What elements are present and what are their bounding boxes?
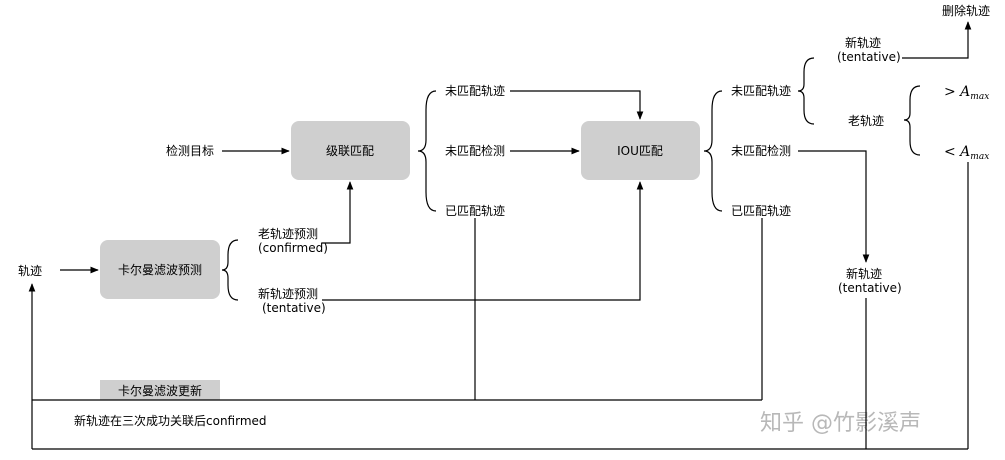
iou-unmatched-detections-arrow [798, 150, 870, 263]
kalman-update-label: 卡尔曼滤波更新 [118, 383, 202, 398]
old-track-confirmed-label: (confirmed) [258, 241, 328, 255]
new-track-tentative-label-2: (tentative) [838, 281, 902, 295]
iou-unmatched-detections-label: 未匹配检测 [731, 143, 791, 158]
iou-split-brace [703, 90, 723, 212]
iou-unmatched-tracks-label: 未匹配轨迹 [731, 84, 791, 98]
split-old-track-label: 老轨迹 [848, 114, 884, 128]
cascade-unmatched-tracks-arrow [510, 90, 644, 120]
delete-tracks-arrow [902, 21, 972, 59]
kalman-predict-box: 卡尔曼滤波预测 [100, 240, 220, 299]
confirmed-to-cascade-arrow [322, 181, 354, 244]
svg-text:> Amax: > Amax [944, 84, 989, 102]
cascade-match-label: 级联匹配 [326, 144, 374, 158]
cascade-match-box: 级联匹配 [291, 121, 410, 180]
tracks-label: 轨迹 [18, 264, 42, 278]
old-track-predict-label: 老轨迹预测 [258, 227, 318, 241]
predict-split-brace [221, 239, 239, 301]
split-new-track-label: 新轨迹 [845, 35, 881, 50]
new-track-tentative-label: (tentative) [262, 301, 326, 315]
amax-greater-label: > Amax [944, 84, 989, 102]
tentative-to-iou-arrow [322, 181, 644, 301]
iou-matched-tracks-label: 已匹配轨迹 [731, 204, 791, 218]
amax-split-brace [903, 85, 921, 156]
watermark: 知乎 @竹影溪声 [760, 411, 921, 436]
cascade-matched-tracks-label: 已匹配轨迹 [445, 204, 505, 218]
confirm-note: 新轨迹在三次成功关联后confirmed [74, 413, 267, 428]
cascade-unmatched-tracks-label: 未匹配轨迹 [445, 84, 505, 98]
cascade-unmatched-detections-label: 未匹配检测 [445, 143, 505, 158]
new-track-predict-label: 新轨迹预测 [258, 286, 318, 301]
kalman-predict-label: 卡尔曼滤波预测 [118, 262, 202, 277]
detections-label: 检测目标 [166, 143, 214, 158]
svg-text:< Amax: < Amax [944, 144, 989, 162]
unmatched-track-split-brace [797, 57, 815, 125]
iou-match-label: IOU匹配 [617, 144, 663, 158]
cascade-split-brace [417, 90, 437, 212]
new-track-label: 新轨迹 [846, 266, 882, 281]
kalman-update-box: 卡尔曼滤波更新 [100, 380, 220, 400]
iou-match-box: IOU匹配 [581, 121, 700, 180]
delete-tracks-label: 删除轨迹 [942, 3, 990, 18]
amax-less-label: < Amax [944, 144, 989, 162]
split-new-track-tentative-label: (tentative) [837, 50, 901, 64]
